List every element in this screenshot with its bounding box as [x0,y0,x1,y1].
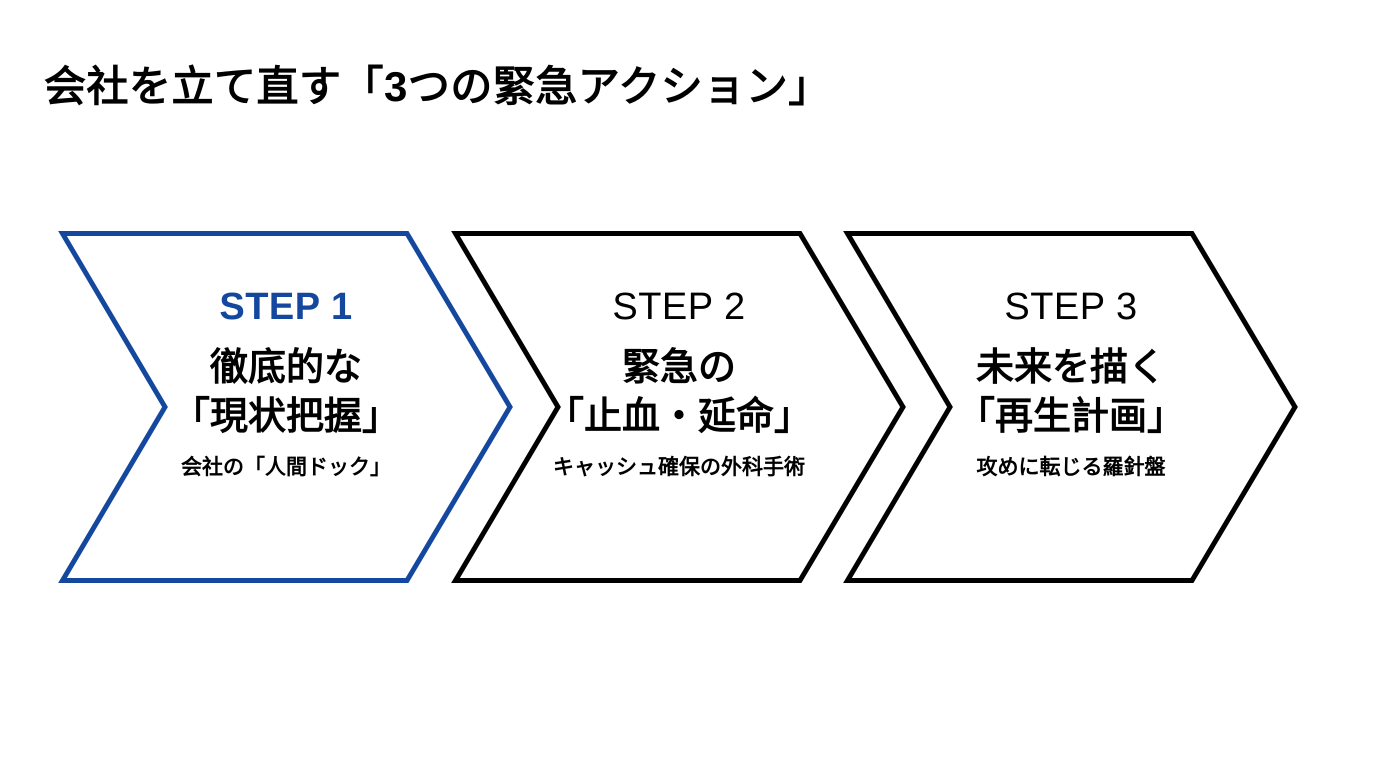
chevron-shape-1 [58,231,513,583]
chevron-shape-3 [843,231,1298,583]
chevron-shape-2 [451,231,906,583]
chevron-outline-3 [843,231,1298,583]
chevron-outline-2 [451,231,906,583]
page-title: 会社を立て直す「3つの緊急アクション」 [44,63,831,111]
chevron-outline-1 [58,231,513,583]
flow-step-3[interactable]: STEP 3 未来を描く 「再生計画」 攻めに転じる羅針盤 [840,226,1302,588]
